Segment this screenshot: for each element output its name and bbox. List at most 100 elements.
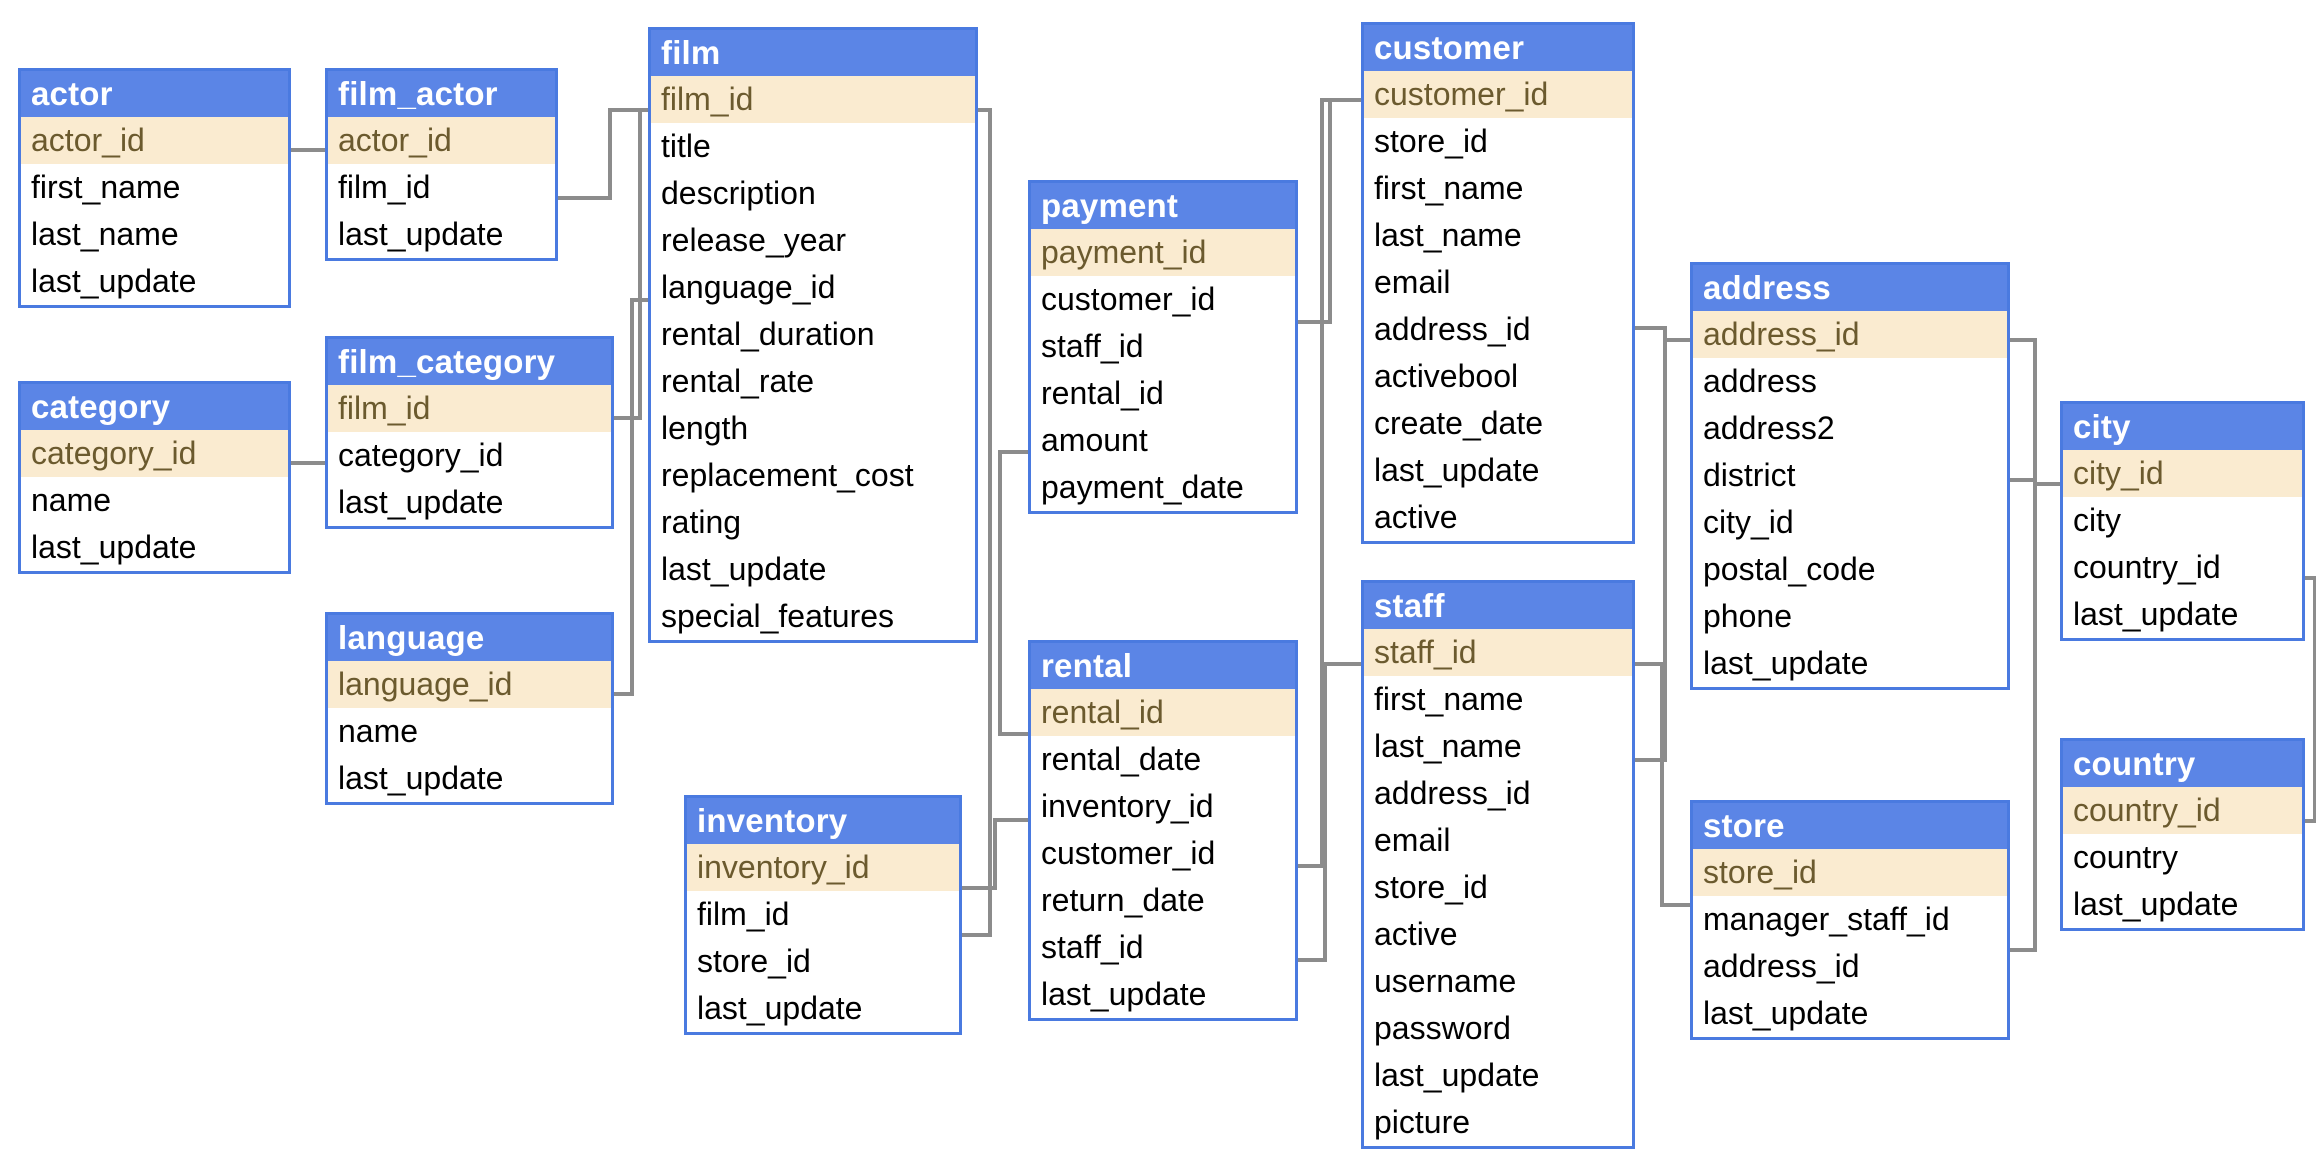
field-film_actor-film_id[interactable]: film_id [328,164,555,211]
field-staff-last_update[interactable]: last_update [1364,1052,1632,1099]
field-address-district[interactable]: district [1693,452,2007,499]
field-film-description[interactable]: description [651,170,975,217]
field-category-name[interactable]: name [21,477,288,524]
field-staff-picture[interactable]: picture [1364,1099,1632,1146]
field-rental-return_date[interactable]: return_date [1031,877,1295,924]
field-address-last_update[interactable]: last_update [1693,640,2007,687]
field-customer-active[interactable]: active [1364,494,1632,541]
primary-key-field-film_category-film_id[interactable]: film_id [328,385,611,432]
field-payment-payment_date[interactable]: payment_date [1031,464,1295,511]
field-address-city_id[interactable]: city_id [1693,499,2007,546]
field-payment-customer_id[interactable]: customer_id [1031,276,1295,323]
field-customer-first_name[interactable]: first_name [1364,165,1632,212]
field-staff-active[interactable]: active [1364,911,1632,958]
field-category-last_update[interactable]: last_update [21,524,288,571]
field-language-last_update[interactable]: last_update [328,755,611,802]
primary-key-field-city-city_id[interactable]: city_id [2063,450,2302,497]
field-actor-last_name[interactable]: last_name [21,211,288,258]
field-country-country[interactable]: country [2063,834,2302,881]
primary-key-field-address-address_id[interactable]: address_id [1693,311,2007,358]
primary-key-field-actor-actor_id[interactable]: actor_id [21,117,288,164]
primary-key-field-inventory-inventory_id[interactable]: inventory_id [687,844,959,891]
field-staff-username[interactable]: username [1364,958,1632,1005]
field-film-replacement_cost[interactable]: replacement_cost [651,452,975,499]
field-customer-last_update[interactable]: last_update [1364,447,1632,494]
field-customer-last_name[interactable]: last_name [1364,212,1632,259]
field-actor-last_update[interactable]: last_update [21,258,288,305]
field-store-manager_staff_id[interactable]: manager_staff_id [1693,896,2007,943]
field-inventory-store_id[interactable]: store_id [687,938,959,985]
field-address-postal_code[interactable]: postal_code [1693,546,2007,593]
primary-key-field-rental-rental_id[interactable]: rental_id [1031,689,1295,736]
field-rental-staff_id[interactable]: staff_id [1031,924,1295,971]
field-film-rental_rate[interactable]: rental_rate [651,358,975,405]
field-rental-inventory_id[interactable]: inventory_id [1031,783,1295,830]
field-staff-last_name[interactable]: last_name [1364,723,1632,770]
primary-key-field-customer-customer_id[interactable]: customer_id [1364,71,1632,118]
field-film_actor-last_update[interactable]: last_update [328,211,555,258]
field-inventory-film_id[interactable]: film_id [687,891,959,938]
field-staff-address_id[interactable]: address_id [1364,770,1632,817]
field-film-rating[interactable]: rating [651,499,975,546]
field-address-phone[interactable]: phone [1693,593,2007,640]
primary-key-field-store-store_id[interactable]: store_id [1693,849,2007,896]
field-customer-address_id[interactable]: address_id [1364,306,1632,353]
field-staff-store_id[interactable]: store_id [1364,864,1632,911]
field-film-last_update[interactable]: last_update [651,546,975,593]
field-country-last_update[interactable]: last_update [2063,881,2302,928]
field-language-name[interactable]: name [328,708,611,755]
field-actor-first_name[interactable]: first_name [21,164,288,211]
field-staff-first_name[interactable]: first_name [1364,676,1632,723]
primary-key-field-payment-payment_id[interactable]: payment_id [1031,229,1295,276]
field-inventory-last_update[interactable]: last_update [687,985,959,1032]
field-staff-email[interactable]: email [1364,817,1632,864]
field-payment-rental_id[interactable]: rental_id [1031,370,1295,417]
field-payment-amount[interactable]: amount [1031,417,1295,464]
field-customer-create_date[interactable]: create_date [1364,400,1632,447]
field-address-address[interactable]: address [1693,358,2007,405]
field-film-language_id[interactable]: language_id [651,264,975,311]
field-address-address2[interactable]: address2 [1693,405,2007,452]
field-rental-customer_id[interactable]: customer_id [1031,830,1295,877]
field-payment-staff_id[interactable]: staff_id [1031,323,1295,370]
field-customer-store_id[interactable]: store_id [1364,118,1632,165]
field-rental-rental_date[interactable]: rental_date [1031,736,1295,783]
field-film-length[interactable]: length [651,405,975,452]
primary-key-field-film-film_id[interactable]: film_id [651,76,975,123]
field-staff-password[interactable]: password [1364,1005,1632,1052]
field-film-rental_duration[interactable]: rental_duration [651,311,975,358]
field-city-city[interactable]: city [2063,497,2302,544]
primary-key-field-language-language_id[interactable]: language_id [328,661,611,708]
primary-key-field-country-country_id[interactable]: country_id [2063,787,2302,834]
field-rental-last_update[interactable]: last_update [1031,971,1295,1018]
field-film_category-last_update[interactable]: last_update [328,479,611,526]
field-city-last_update[interactable]: last_update [2063,591,2302,638]
field-customer-activebool[interactable]: activebool [1364,353,1632,400]
field-film-release_year[interactable]: release_year [651,217,975,264]
field-customer-email[interactable]: email [1364,259,1632,306]
field-store-last_update[interactable]: last_update [1693,990,2007,1037]
primary-key-field-film_actor-actor_id[interactable]: actor_id [328,117,555,164]
field-film-special_features[interactable]: special_features [651,593,975,640]
field-city-country_id[interactable]: country_id [2063,544,2302,591]
field-film-title[interactable]: title [651,123,975,170]
primary-key-field-staff-staff_id[interactable]: staff_id [1364,629,1632,676]
primary-key-field-category-category_id[interactable]: category_id [21,430,288,477]
field-film_category-category_id[interactable]: category_id [328,432,611,479]
field-store-address_id[interactable]: address_id [1693,943,2007,990]
